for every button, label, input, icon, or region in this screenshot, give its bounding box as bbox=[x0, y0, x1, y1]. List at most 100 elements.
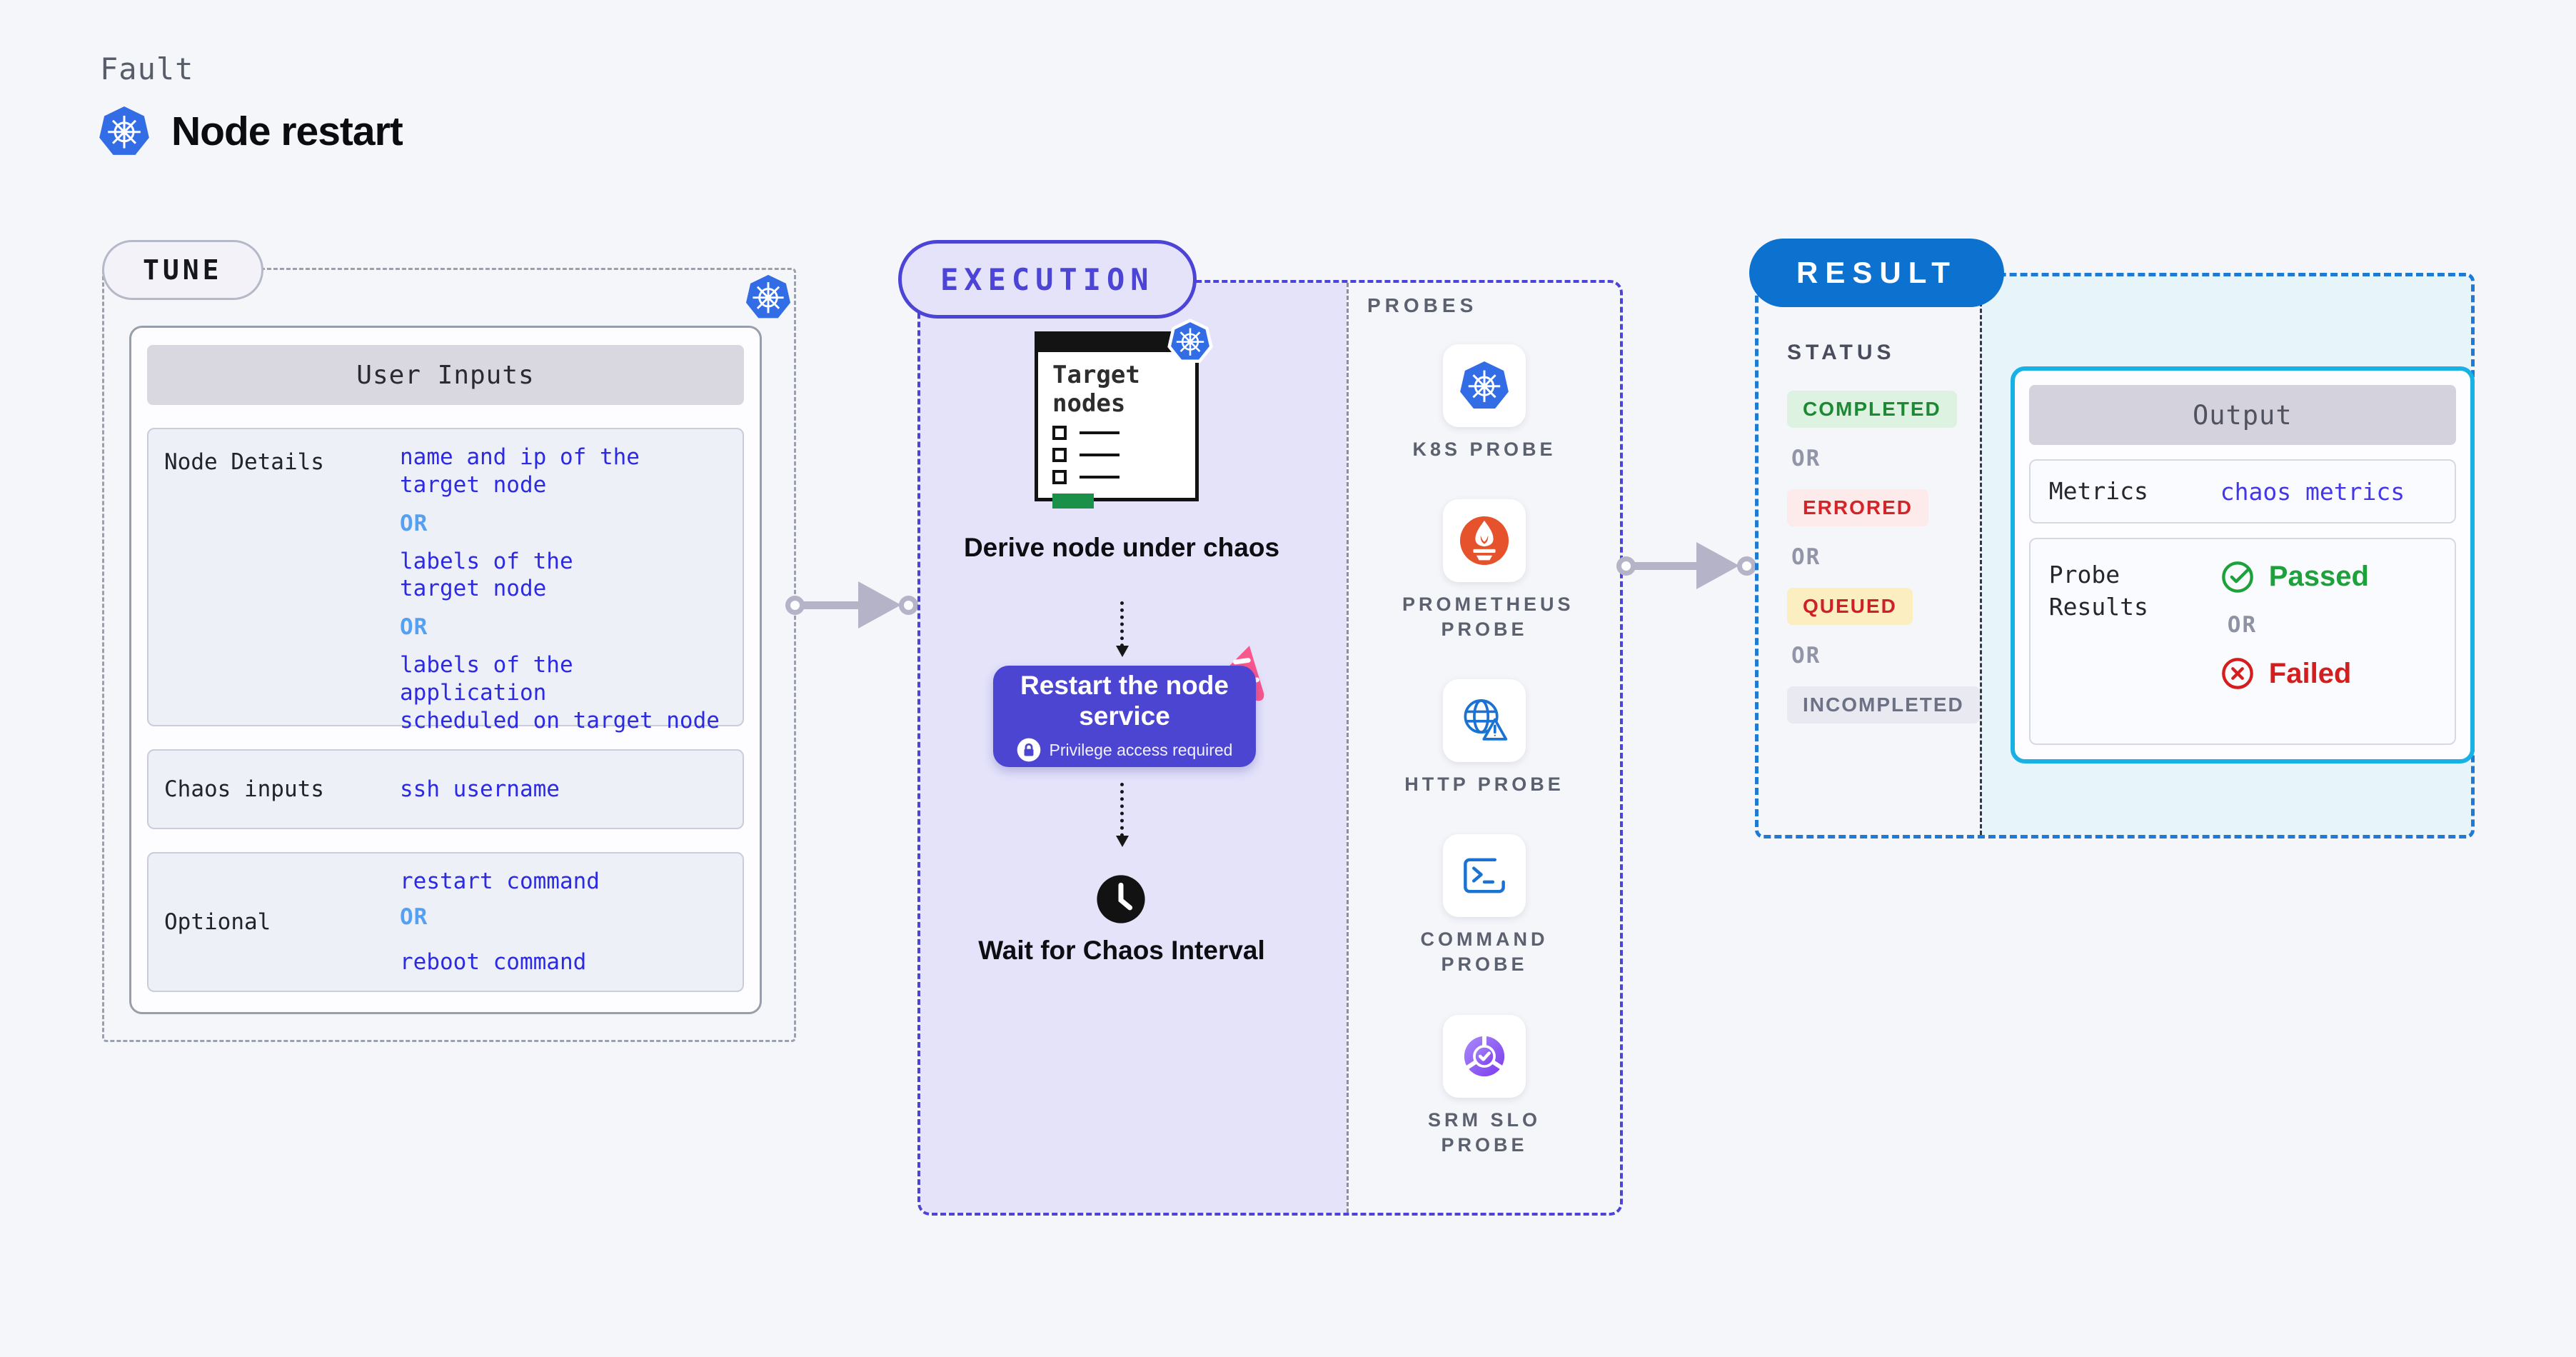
probe-results-label: Probe Results bbox=[2048, 561, 2148, 621]
or-separator: OR bbox=[1791, 544, 1821, 570]
node-checkbox-row bbox=[1052, 470, 1185, 485]
probe-item: PROMETHEUS PROBE bbox=[1402, 499, 1574, 642]
probes-panel: PROBES bbox=[1347, 283, 1620, 1213]
arrow-head bbox=[1696, 542, 1739, 589]
target-nodes-card: Target nodes bbox=[1035, 331, 1199, 509]
row-label: Node Details bbox=[164, 449, 324, 475]
flow-arrow bbox=[1616, 540, 1756, 591]
flow-arrow bbox=[785, 579, 918, 631]
checkbox-icon bbox=[1052, 470, 1067, 485]
output-card: Output Metrics chaos metrics Probe Resul… bbox=[2010, 366, 2475, 763]
probe-name: PROMETHEUS PROBE bbox=[1402, 594, 1574, 641]
selected-node-bar bbox=[1052, 494, 1094, 509]
arrow-shaft bbox=[1634, 561, 1699, 570]
x-circle-icon bbox=[2221, 658, 2253, 689]
execution-section-label: EXECUTION bbox=[898, 240, 1197, 319]
checkbox-icon bbox=[1052, 426, 1067, 441]
metrics-value: chaos metrics bbox=[2220, 477, 2405, 506]
row-values: restart command OR reboot command bbox=[400, 868, 727, 976]
kubernetes-icon bbox=[1167, 319, 1213, 363]
user-inputs-card: User Inputs Node Details name and ip of … bbox=[129, 326, 762, 1014]
input-value: name and ip of the target node bbox=[400, 444, 640, 498]
execution-flow-panel: Target nodes bbox=[920, 283, 1347, 1213]
check-circle-icon bbox=[2221, 561, 2253, 593]
result-section: STATUS COMPLETED OR ERRORED OR QUEUED OR… bbox=[1755, 273, 2475, 838]
status-badge: INCOMPLETED bbox=[1787, 686, 1980, 723]
kubernetes-icon bbox=[1460, 361, 1509, 409]
or-separator: OR bbox=[400, 614, 428, 640]
tune-section-label: TUNE bbox=[102, 240, 263, 300]
or-separator: OR bbox=[400, 510, 428, 536]
probe-item: COMMAND PROBE bbox=[1402, 834, 1566, 977]
row-optional: Optional restart command OR reboot comma… bbox=[147, 852, 744, 992]
input-value: labels of the target node bbox=[400, 548, 573, 602]
line-placeholder bbox=[1080, 431, 1120, 435]
kubernetes-icon bbox=[743, 271, 793, 321]
privilege-note: Privilege access required bbox=[1049, 740, 1233, 759]
input-value: restart command bbox=[400, 868, 600, 895]
row-chaos-inputs: Chaos inputs ssh username bbox=[147, 749, 744, 829]
clock-icon bbox=[1097, 875, 1145, 923]
restart-step-title: Restart the node service bbox=[1020, 670, 1229, 731]
output-area: Output Metrics chaos metrics Probe Resul… bbox=[1979, 276, 2475, 835]
http-globe-warning-icon bbox=[1464, 699, 1508, 741]
metrics-label: Metrics bbox=[2048, 476, 2148, 505]
status-badge: COMPLETED bbox=[1787, 391, 1957, 428]
user-inputs-header: User Inputs bbox=[147, 345, 744, 405]
page-title-row: Node restart bbox=[97, 104, 403, 159]
wait-caption: Wait for Chaos Interval bbox=[978, 936, 1265, 965]
arrow-endpoint bbox=[899, 595, 918, 615]
checkbox-icon bbox=[1052, 448, 1067, 463]
status-badge: QUEUED bbox=[1787, 588, 1913, 625]
row-label: Chaos inputs bbox=[164, 776, 324, 802]
probe-name: SRM SLO PROBE bbox=[1427, 1108, 1541, 1156]
fault-kicker: Fault bbox=[100, 51, 194, 86]
target-nodes-title: Target nodes bbox=[1052, 361, 1140, 419]
failed-label: Failed bbox=[2268, 657, 2352, 689]
line-placeholder bbox=[1080, 454, 1120, 457]
or-separator: OR bbox=[400, 904, 428, 930]
status-label: STATUS bbox=[1787, 341, 1896, 364]
down-arrow bbox=[1116, 783, 1129, 847]
derive-node-caption: Derive node under chaos bbox=[963, 533, 1280, 562]
status-badge: ERRORED bbox=[1787, 489, 1929, 526]
probe-results-row: Probe Results Passed OR bbox=[2028, 538, 2456, 745]
slo-gauge-check-icon bbox=[1464, 1034, 1505, 1076]
lock-icon bbox=[1017, 738, 1040, 762]
input-value: ssh username bbox=[400, 776, 560, 802]
or-separator: OR bbox=[1791, 446, 1821, 471]
result-section-label: RESULT bbox=[1749, 239, 2004, 307]
probe-name: COMMAND PROBE bbox=[1420, 928, 1549, 976]
or-separator: OR bbox=[2227, 612, 2258, 638]
arrow-shaft bbox=[803, 601, 860, 609]
arrow-endpoint bbox=[785, 595, 805, 615]
row-label: Optional bbox=[164, 909, 271, 935]
arrow-head bbox=[858, 581, 901, 629]
page-title: Node restart bbox=[171, 109, 403, 154]
probes-label: PROBES bbox=[1367, 294, 1478, 316]
restart-step: Restart the node service Privilege acces… bbox=[993, 646, 1264, 767]
probe-item: K8S PROBE bbox=[1412, 344, 1556, 462]
terminal-icon bbox=[1464, 858, 1505, 893]
row-values: ssh username bbox=[400, 776, 727, 803]
row-values: name and ip of the target node OR labels… bbox=[400, 444, 727, 733]
probe-item: SRM SLO PROBE bbox=[1402, 1014, 1566, 1158]
arrow-endpoint bbox=[1737, 556, 1756, 576]
arrow-endpoint bbox=[1616, 556, 1636, 576]
line-placeholder bbox=[1080, 476, 1120, 479]
kubernetes-icon bbox=[99, 106, 149, 155]
row-node-details: Node Details name and ip of the target n… bbox=[147, 428, 744, 733]
input-value: labels of the application scheduled on t… bbox=[400, 652, 720, 733]
or-separator: OR bbox=[1791, 643, 1821, 669]
output-header: Output bbox=[2028, 385, 2456, 445]
down-arrow bbox=[1116, 601, 1129, 657]
probe-name: HTTP PROBE bbox=[1404, 773, 1564, 796]
probe-name: K8S PROBE bbox=[1412, 439, 1556, 460]
prometheus-icon bbox=[1459, 516, 1509, 566]
probe-item: HTTP PROBE bbox=[1404, 679, 1564, 797]
node-checkbox-row bbox=[1052, 426, 1185, 441]
execution-section: Target nodes bbox=[917, 280, 1623, 1216]
metrics-row: Metrics chaos metrics bbox=[2028, 459, 2456, 524]
tune-section bbox=[102, 268, 796, 1042]
